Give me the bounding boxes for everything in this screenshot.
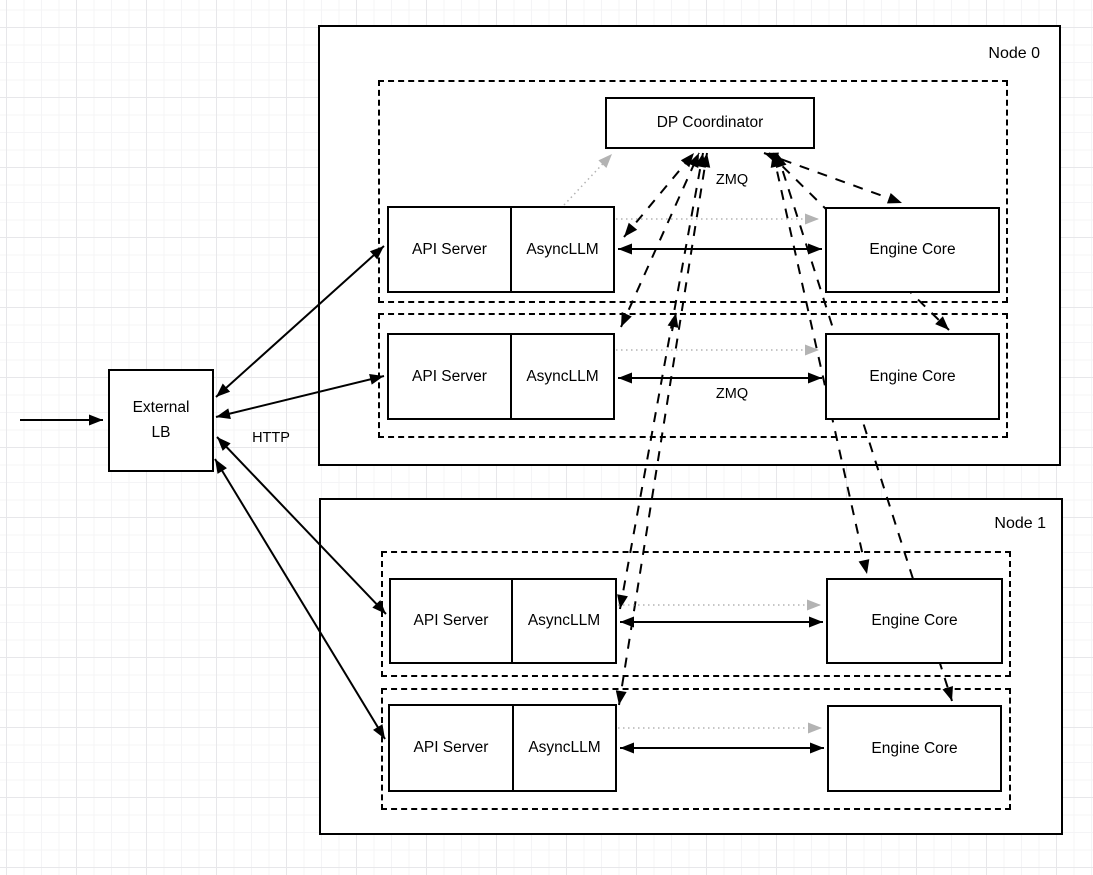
dp-coordinator-box: DP Coordinator (605, 97, 815, 149)
engine-core-label: Engine Core (869, 241, 956, 258)
engine-core-label: Engine Core (871, 612, 958, 629)
node1-row2-engine-core-box: Engine Core (827, 705, 1002, 792)
engine-core-label: Engine Core (869, 367, 956, 385)
node0-row1-api-asyncllm-box: API Server AsyncLLM (387, 206, 615, 293)
node1-row1-engine-core-box: Engine Core (826, 578, 1003, 664)
node0-row2-api-asyncllm-box: API Server AsyncLLM (387, 333, 615, 420)
node1-row2-api-asyncllm-box: API Server AsyncLLM (388, 704, 617, 792)
api-server-label: API Server (413, 739, 489, 756)
dp-coordinator-label: DP Coordinator (656, 114, 764, 131)
node0-row2-engine-core-box: Engine Core (825, 333, 1000, 420)
external-lb-label-line1: External (132, 399, 190, 417)
asyncllm-label: AsyncLLM (526, 367, 599, 385)
api-server-label: API Server (412, 240, 487, 258)
node1-label: Node 1 (994, 515, 1046, 532)
external-lb-box: External LB (108, 369, 214, 472)
api-server-label: API Server (412, 367, 487, 385)
node1-row1-api-asyncllm-box: API Server AsyncLLM (389, 578, 617, 664)
zmq-coordinator-edge-label: ZMQ (715, 172, 749, 188)
external-lb-label-line2: LB (151, 423, 171, 441)
node0-row1-engine-core-box: Engine Core (825, 207, 1000, 293)
http-edge-label: HTTP (252, 430, 290, 446)
engine-core-label: Engine Core (871, 739, 958, 757)
asyncllm-label: AsyncLLM (527, 612, 601, 629)
asyncllm-label: AsyncLLM (526, 240, 599, 258)
asyncllm-label: AsyncLLM (528, 739, 601, 756)
zmq-row-edge-label: ZMQ (715, 386, 749, 402)
api-server-label: API Server (413, 612, 489, 629)
node0-label: Node 0 (988, 45, 1040, 62)
